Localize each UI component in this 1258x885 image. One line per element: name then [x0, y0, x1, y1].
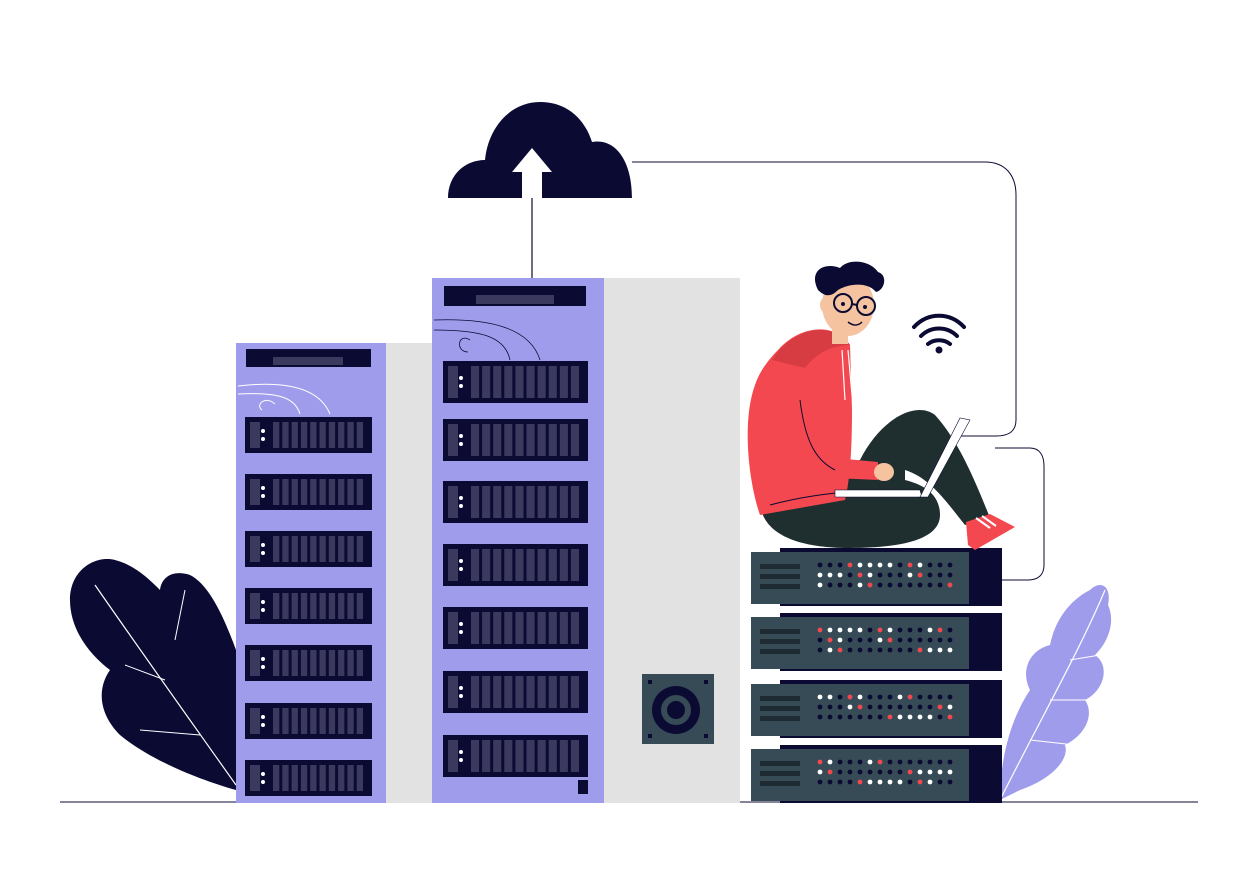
lavender-leaf-icon: [999, 585, 1112, 801]
server-stack: [751, 548, 1002, 803]
stack-server: [751, 548, 1002, 606]
server-rack-unit: [245, 417, 372, 453]
wifi-icon: [912, 313, 966, 354]
server-rack-unit: [443, 481, 588, 523]
dark-leaf-icon: [70, 559, 237, 790]
server-rack-unit: [443, 544, 588, 586]
stack-server: [751, 680, 1002, 738]
server-rack-unit: [443, 419, 588, 461]
server-rack-unit: [443, 735, 588, 777]
server-rack-unit: [443, 361, 588, 403]
speaker-icon: [578, 674, 714, 794]
laptop-icon: [834, 417, 971, 498]
server-rack-unit: [443, 607, 588, 649]
server-rack-unit: [245, 645, 372, 681]
server-rack-unit: [245, 474, 372, 510]
server-rack-unit: [245, 703, 372, 739]
stack-server: [751, 745, 1002, 803]
cloud-upload-icon: [448, 102, 632, 278]
server-rack-unit: [245, 760, 372, 796]
server-rack-unit: [443, 671, 588, 713]
stack-server: [751, 613, 1002, 671]
person-with-laptop: [747, 261, 1015, 550]
server-rack-unit: [245, 531, 372, 567]
server-rack-unit: [245, 588, 372, 624]
